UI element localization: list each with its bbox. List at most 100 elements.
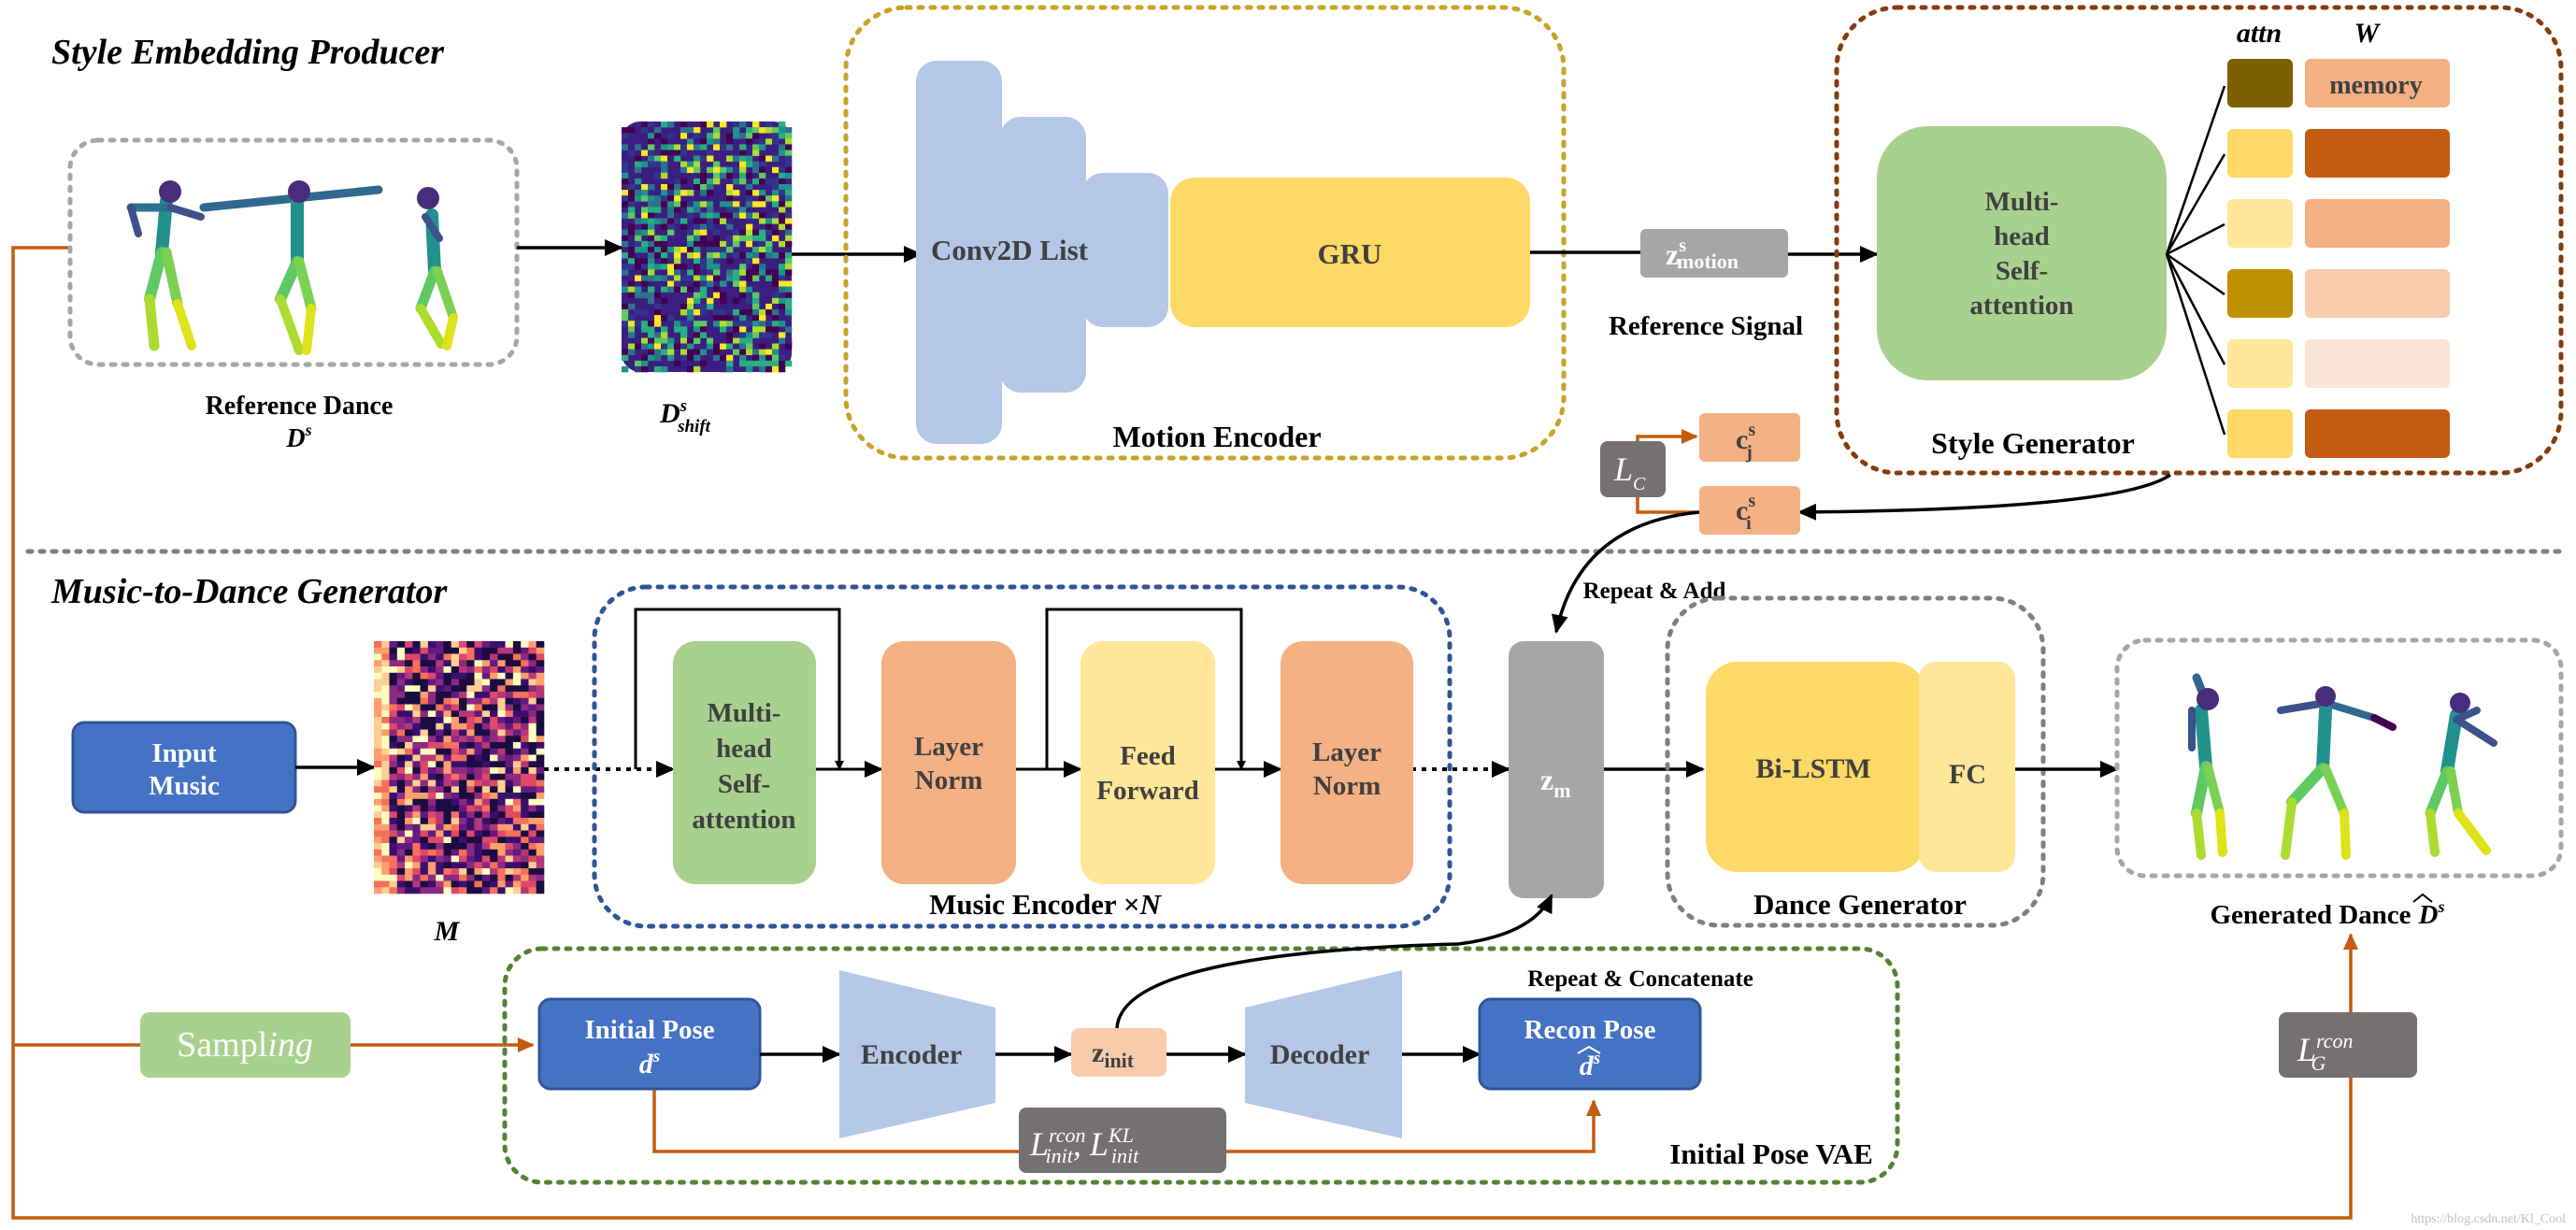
memory-slot-cell (2305, 129, 2450, 178)
music-mhsa-line-4: attention (692, 805, 795, 835)
style-generator-title: Style Generator (1931, 426, 2135, 460)
dance-figure-3 (415, 187, 458, 350)
style-mhsa-line-3: Self- (1996, 256, 2048, 286)
arrow-ci-to-zm (1552, 510, 1700, 634)
loss-init-box (1019, 1108, 1226, 1173)
memory-slot-cell (2305, 409, 2450, 458)
reference-dance-figures (126, 180, 458, 355)
memory-slot-cell (2305, 269, 2450, 318)
conv2d-list (916, 61, 1168, 444)
fc-label: FC (1949, 759, 1986, 790)
cj-box (1699, 413, 1800, 462)
section-title-style-producer: Style Embedding Producer (51, 33, 445, 72)
z-motion-box (1640, 229, 1788, 278)
initial-pose-box (537, 997, 762, 1091)
attn-weight-cell (2227, 269, 2293, 318)
motion-encoder-box (843, 5, 1567, 461)
generated-figure-3 (2425, 693, 2497, 857)
memory-label: memory (2329, 71, 2423, 100)
layer-norm-2-block (1281, 641, 1413, 884)
loss-c-label: LC (1613, 451, 1646, 494)
bilstm-block (1706, 662, 1925, 872)
conv2d-label: Conv2D List (931, 234, 1089, 266)
initial-pose-label: Initial Pose (584, 1015, 714, 1045)
music-encoder-box (592, 584, 1453, 929)
bilstm-label: Bi-LSTM (1755, 753, 1870, 784)
feed-forward-line-2: Forward (1096, 776, 1199, 806)
attn-header: attn (2237, 18, 2282, 49)
style-mhsa-line-4: attention (1969, 291, 2073, 321)
section-title-music-generator: Music-to-Dance Generator (50, 572, 448, 611)
ci-box (1699, 486, 1800, 535)
sampling-box (140, 1012, 351, 1078)
motion-encoder-title: Motion Encoder (1112, 420, 1321, 453)
music-mhsa-line-2: head (716, 734, 772, 764)
zm-block (1509, 641, 1604, 898)
recon-pose-label: Recon Pose (1524, 1015, 1656, 1045)
zm-label: zm (1540, 763, 1571, 802)
attn-weight-cell (2227, 59, 2293, 107)
watermark: https://blog.csdn.net/Kl_Cool (2411, 1212, 2566, 1226)
recon-pose-symbol: ds (1580, 1049, 1600, 1081)
dance-figure-1 (126, 180, 205, 351)
dance-generator-box (1665, 595, 2046, 928)
generated-figure-2 (2277, 686, 2397, 860)
recon-pose-box (1478, 997, 1702, 1091)
reference-dance-symbol: Ds (285, 421, 311, 453)
sampling-label: Sampling (177, 1025, 313, 1065)
music-spectrogram (374, 641, 545, 894)
loss-c-box (1600, 441, 1666, 497)
initial-pose-vae-box (502, 946, 1900, 1185)
fc-block (1919, 662, 2015, 872)
generated-dance-figures (2188, 673, 2497, 860)
vae-encoder-trapezoid (839, 970, 995, 1138)
attn-weight-cell (2227, 199, 2293, 248)
memory-slot-cell (2305, 339, 2450, 388)
attn-weight-cell (2227, 129, 2293, 178)
vae-decoder-trapezoid (1245, 970, 1402, 1138)
arrow-zinit-to-zm (1115, 894, 1553, 1029)
input-music-line-1: Input (151, 738, 217, 768)
memory-slot-cell (2305, 199, 2450, 248)
dshift-heatmap (622, 122, 793, 373)
vae-encoder-label: Encoder (861, 1039, 962, 1070)
hat-generated (2412, 893, 2433, 903)
reference-dance-box (67, 137, 520, 367)
hat-recon (1577, 1045, 1601, 1054)
layer-norm-1-line-1: Layer (914, 732, 983, 762)
style-mhsa-block (1877, 126, 2167, 380)
attn-weight-cell (2227, 339, 2293, 388)
reference-dance-label: Reference Dance (206, 392, 394, 421)
reference-signal-label: Reference Signal (1609, 311, 1803, 341)
layer-norm-2-line-2: Norm (1313, 771, 1381, 801)
loss-g-box (2279, 1012, 2417, 1078)
feed-forward-block (1080, 641, 1215, 884)
style-generator-box (1834, 5, 2564, 476)
layer-norm-1-line-2: Norm (915, 765, 982, 795)
gru-label: GRU (1318, 237, 1382, 270)
dance-figure-2 (199, 180, 383, 355)
zinit-box (1071, 1028, 1166, 1077)
style-mhsa-line-1: Multi- (1985, 187, 2059, 217)
music-mhsa-block (673, 641, 816, 884)
attention-weights (2227, 59, 2293, 458)
memory-slot-cell (2305, 59, 2450, 107)
layer-norm-2-line-1: Layer (1312, 737, 1381, 767)
arrow-style-to-ci (1797, 473, 2172, 521)
repeat-concatenate-label: Repeat & Concatenate (1527, 966, 1753, 992)
feed-forward-line-1: Feed (1120, 741, 1176, 771)
attention-fan-lines (2165, 85, 2226, 436)
generated-figure-1 (2188, 673, 2227, 860)
music-mhsa-line-3: Self- (718, 769, 770, 799)
attn-weight-cell (2227, 409, 2293, 458)
memory-slots (2305, 59, 2450, 458)
residual-connections (634, 608, 1246, 770)
